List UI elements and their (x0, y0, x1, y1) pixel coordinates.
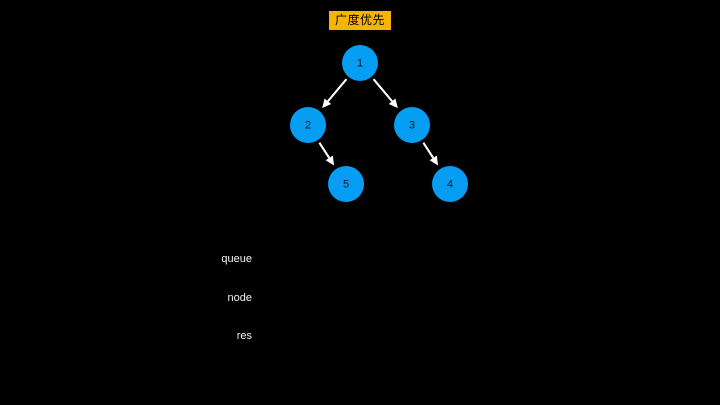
tree-edge-arrowhead (322, 98, 332, 109)
tree-node-5[interactable] (328, 166, 364, 202)
tree-edge-arrowhead (325, 155, 335, 166)
state-variable-panel: queue node res (0, 245, 720, 365)
binary-tree-graphic: 1 2 3 5 4 (290, 45, 468, 202)
tree-node-label-4: 4 (447, 179, 453, 191)
tree-edge (318, 142, 331, 159)
state-label-node: node (227, 292, 252, 304)
tree-edge (327, 78, 348, 102)
state-row-queue: queue (0, 249, 720, 269)
tree-node-label-2: 2 (305, 120, 311, 132)
tree-edge-arrowhead (429, 155, 439, 166)
algorithm-title-badge: 广度优先 (329, 11, 391, 30)
tree-node-label-1: 1 (357, 58, 363, 70)
tree-node-3[interactable] (394, 107, 430, 143)
state-row-res: res (0, 326, 720, 346)
tree-node-label-5: 5 (343, 179, 349, 191)
state-label-res: res (236, 330, 252, 342)
tree-node-label-3: 3 (409, 120, 415, 132)
tree-edge (422, 142, 435, 159)
state-row-node: node (0, 288, 720, 308)
state-label-queue: queue (221, 253, 252, 265)
tree-edge-arrowhead (388, 98, 398, 109)
tree-edges-group (318, 78, 439, 166)
tree-edge (372, 78, 393, 102)
tree-node-1[interactable] (342, 45, 378, 81)
tree-node-2[interactable] (290, 107, 326, 143)
tree-node-4[interactable] (432, 166, 468, 202)
tree-nodes-group: 1 2 3 5 4 (290, 45, 468, 202)
